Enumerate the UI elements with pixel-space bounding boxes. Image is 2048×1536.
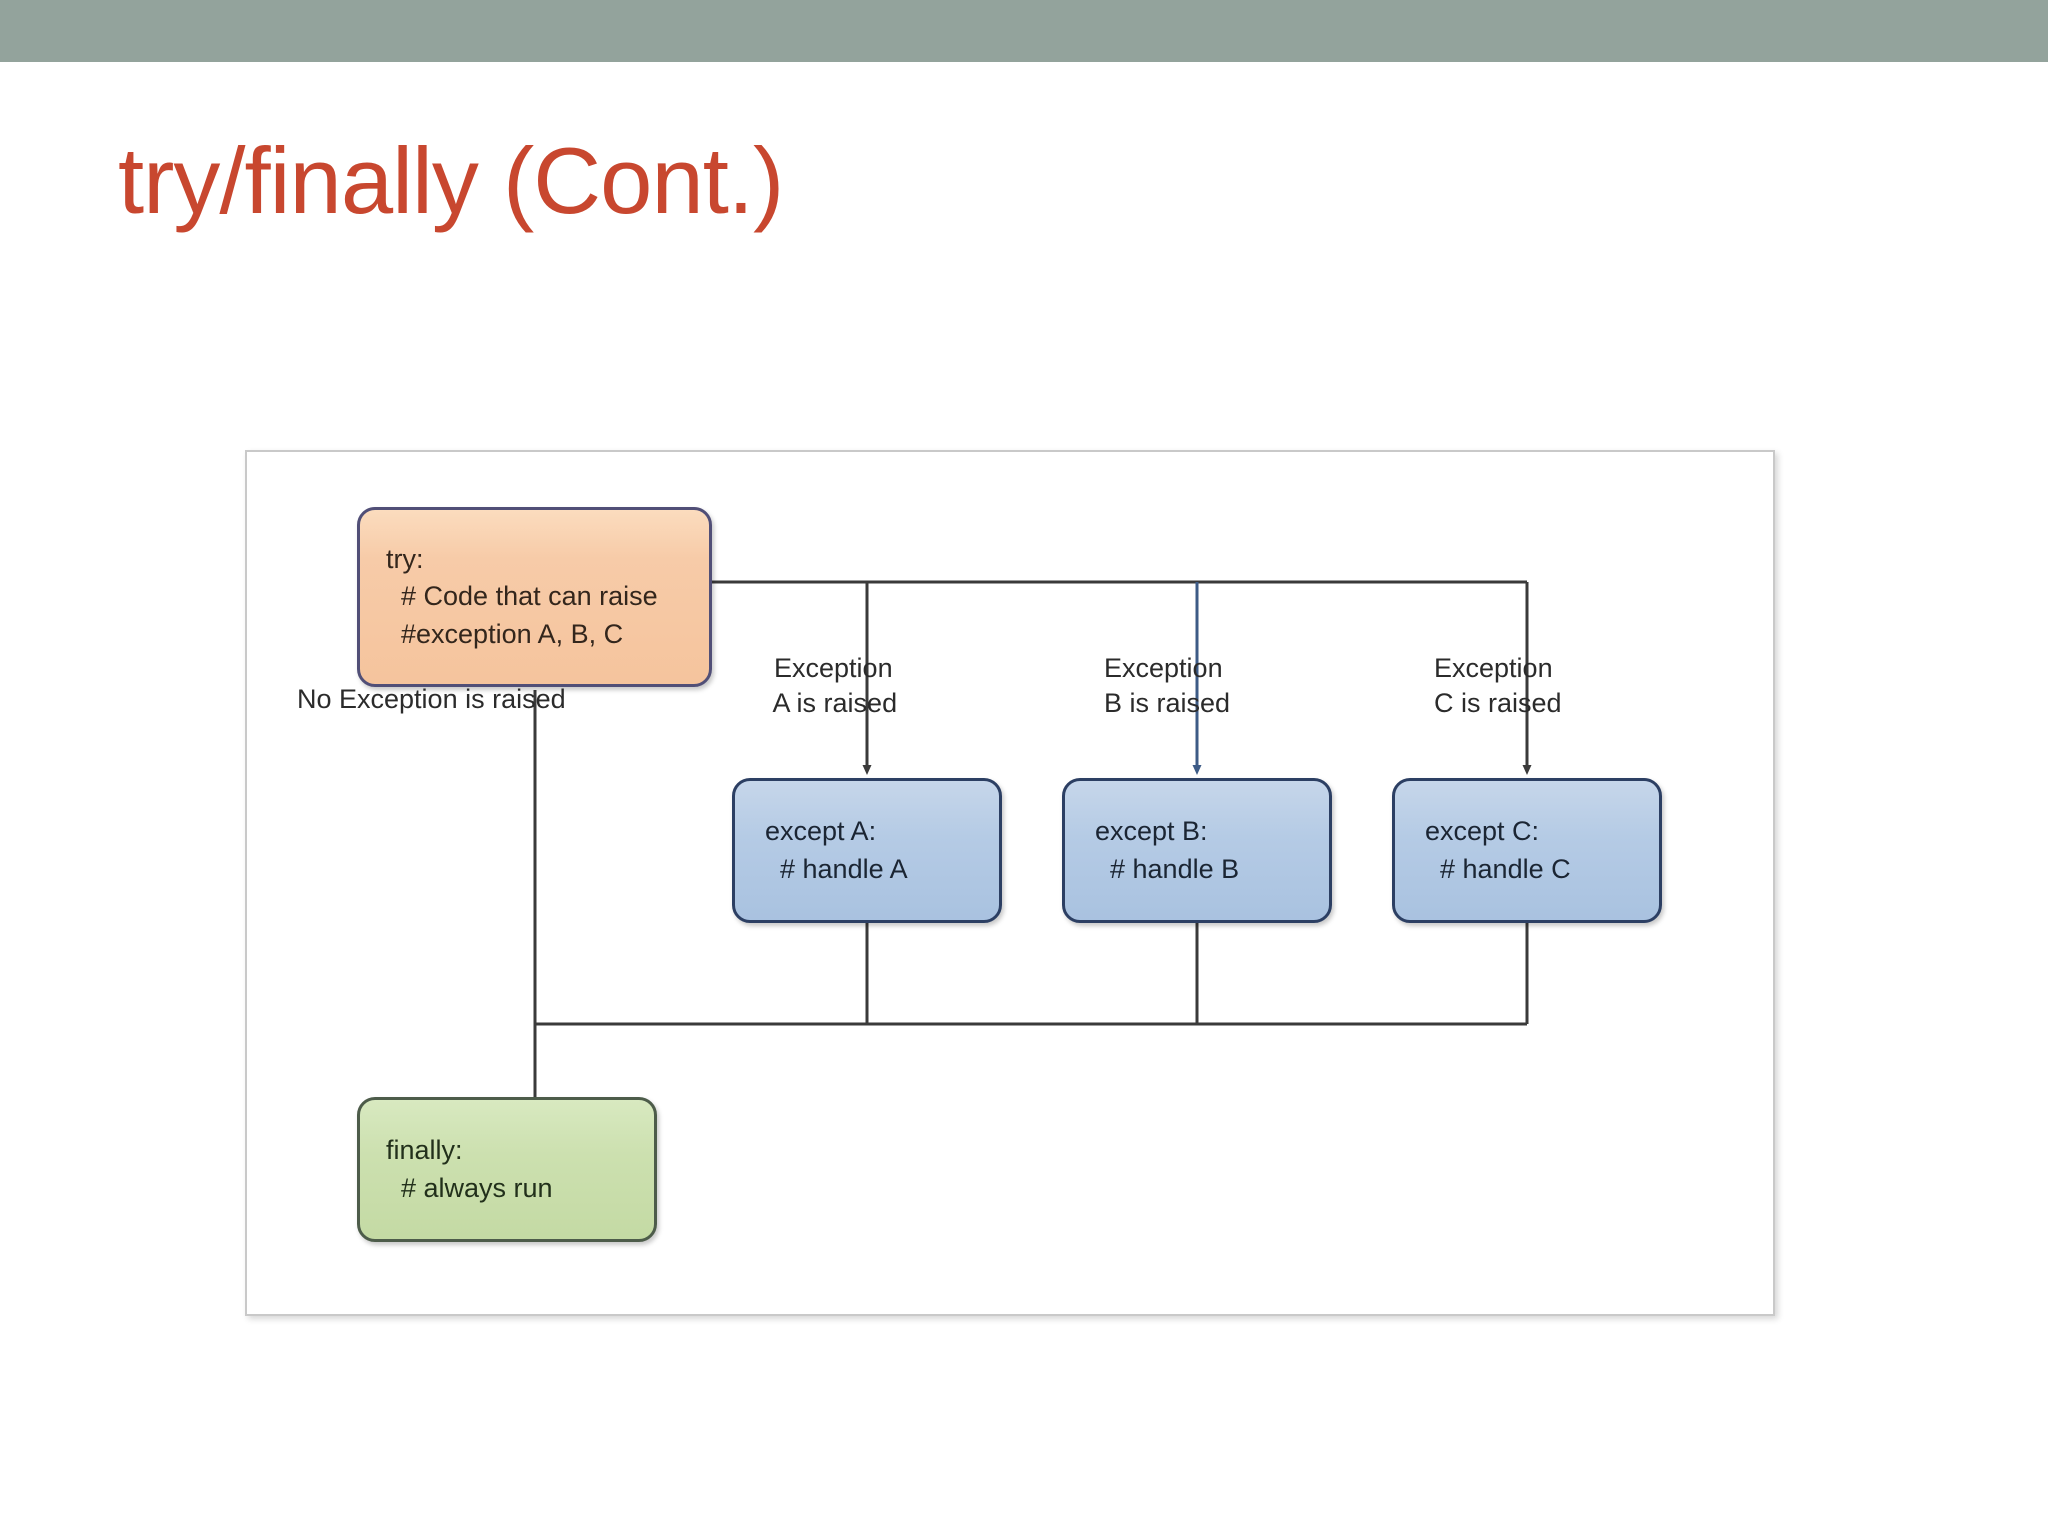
node-except-a-line-1: except A: <box>765 816 877 847</box>
node-except-b-line-1: except B: <box>1095 816 1208 847</box>
node-except-b: except B: # handle B <box>1062 778 1332 923</box>
edge-label-exception-b-line-2: B is raised <box>1104 688 1231 719</box>
edge-label-exception-a-line-2: A is raised <box>772 688 898 719</box>
edge-label-exception-a: Exception A is raised <box>744 615 898 758</box>
node-finally-line-2: # always run <box>386 1172 553 1203</box>
node-except-a-line-2: # handle A <box>765 853 908 884</box>
node-except-c: except C: # handle C <box>1392 778 1662 923</box>
node-except-a: except A: # handle A <box>732 778 1002 923</box>
edge-label-exception-c-line-2: C is raised <box>1434 688 1562 719</box>
edge-label-exception-c-line-1: Exception <box>1434 652 1553 683</box>
node-try-line-1: try: <box>386 544 424 575</box>
slide-top-banner <box>0 0 2048 62</box>
node-try: try: # Code that can raise #exception A,… <box>357 507 712 687</box>
edge-label-exception-b: Exception B is raised <box>1074 615 1230 758</box>
diagram-image-frame: try: # Code that can raise #exception A,… <box>245 450 1775 1316</box>
edge-label-exception-a-line-1: Exception <box>774 652 893 683</box>
node-finally-line-1: finally: <box>386 1135 463 1166</box>
node-except-c-line-1: except C: <box>1425 816 1540 847</box>
node-finally: finally: # always run <box>357 1097 657 1242</box>
edge-label-no-exception: No Exception is raised <box>297 684 566 714</box>
node-except-b-line-2: # handle B <box>1095 853 1240 884</box>
node-try-line-3: #exception A, B, C <box>386 618 624 649</box>
node-try-line-2: # Code that can raise <box>386 581 658 612</box>
edge-label-exception-b-line-1: Exception <box>1104 652 1223 683</box>
node-except-c-line-2: # handle C <box>1425 853 1571 884</box>
flowchart-connectors <box>530 580 1532 1147</box>
page-title: try/finally (Cont.) <box>118 128 784 233</box>
edge-label-exception-c: Exception C is raised <box>1404 615 1562 758</box>
